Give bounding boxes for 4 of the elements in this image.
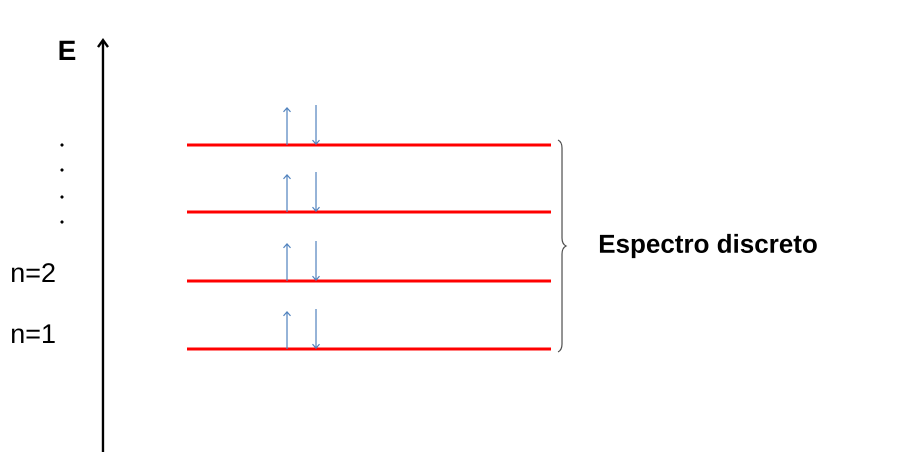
brace-label: Espectro discreto: [600, 234, 817, 258]
axis-label: E: [60, 40, 76, 60]
level-label: n=2: [12, 263, 55, 282]
level-label: n=1: [12, 324, 55, 343]
